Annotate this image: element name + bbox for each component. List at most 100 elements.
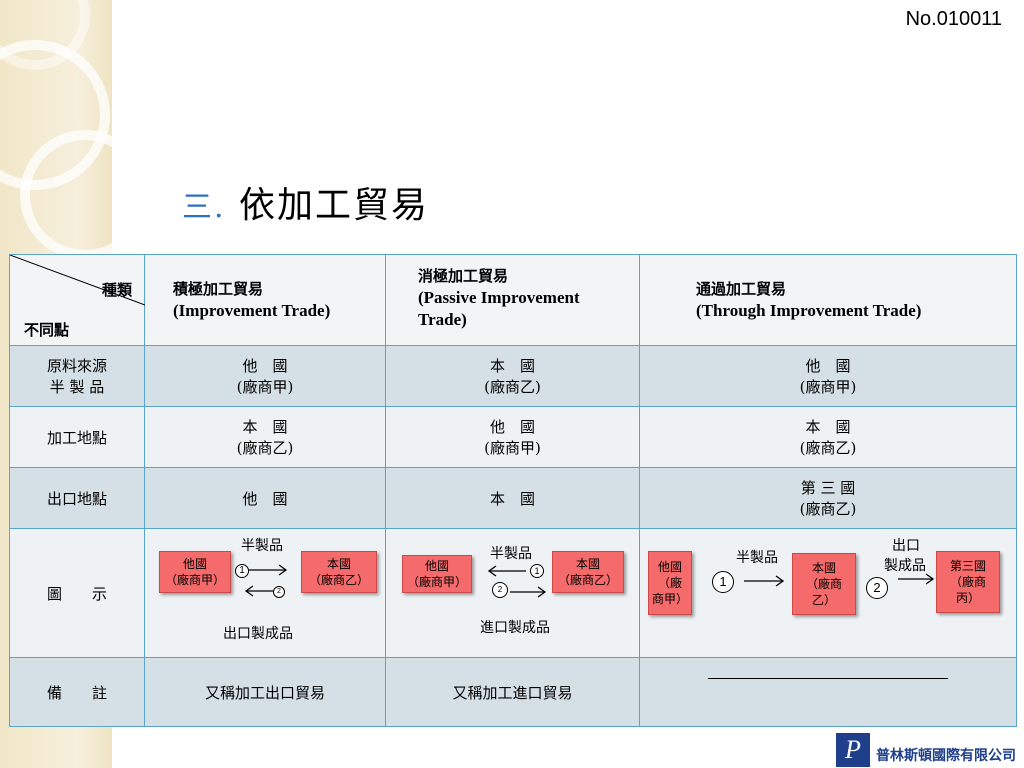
page-title: 三. 依加工貿易 xyxy=(182,176,429,228)
country-box: 本國 （廠商乙） xyxy=(301,551,377,593)
table-cell xyxy=(639,657,1017,727)
row-label: 出口地點 xyxy=(9,467,145,529)
flow-label: 半製品 xyxy=(241,538,283,554)
step-number-circle: 2 xyxy=(273,586,285,598)
decorative-ring xyxy=(20,130,150,260)
box-line: （廠商 xyxy=(805,577,842,591)
box-line: 第三國 xyxy=(949,559,986,573)
box-line: （廠商甲） xyxy=(164,573,225,587)
diagram-improvement: 他國 （廠商甲） 本國 （廠商乙） 半製品 1 2 出口製成品 xyxy=(144,528,386,658)
cell-line: (廠商乙) xyxy=(484,378,541,396)
flow-label: 進口製成品 xyxy=(480,620,550,636)
flow-label: 出口 xyxy=(892,538,920,554)
row-processing: 加工地點 本 國 (廠商乙) 他 國 (廠商甲) 本 國 (廠商乙) xyxy=(9,406,1017,468)
box-line: （廠商乙） xyxy=(308,573,369,587)
column-header-en: (Through Improvement Trade) xyxy=(696,301,922,320)
corner-bottom-label: 不同點 xyxy=(24,321,70,339)
country-box: 他國 （廠 商甲） xyxy=(648,551,692,615)
column-header-passive: 消極加工貿易 (Passive Improvement Trade) xyxy=(385,254,640,346)
flow-label: 半製品 xyxy=(490,546,532,562)
step-number-circle: 2 xyxy=(492,582,508,598)
row-label: 加工地點 xyxy=(9,406,145,468)
row-label: 備 註 xyxy=(9,657,145,727)
cell-line: 他 國 xyxy=(805,357,851,375)
flow-arrows xyxy=(744,573,935,587)
table-cell: 他 國 (廠商甲) xyxy=(385,406,640,468)
box-line: 本國 xyxy=(811,561,836,575)
column-header-zh: 消極加工貿易 xyxy=(418,267,509,285)
diagram-passive: 他國 （廠商甲） 本國 （廠商乙） 半製品 1 2 進口製成品 xyxy=(385,528,640,658)
box-line: 他國 xyxy=(182,557,207,571)
table-cell: 本 國 (廠商乙) xyxy=(144,406,386,468)
box-line: 乙） xyxy=(811,593,836,607)
box-line: （廠商甲） xyxy=(406,575,467,589)
diagram-through: 他國 （廠 商甲） 本國 （廠商 乙） 第三國 （廠商 丙） 半製品 出口 製成… xyxy=(639,528,1017,658)
table-cell: 他 國 (廠商甲) xyxy=(144,345,386,407)
corner-diagonal xyxy=(10,255,145,306)
cell-line: (廠商乙) xyxy=(799,500,857,518)
step-number-circle: 2 xyxy=(866,577,888,599)
cell-line: 本 國 xyxy=(805,418,851,436)
column-header-through: 通過加工貿易 (Through Improvement Trade) xyxy=(639,254,1017,346)
box-line: 商甲） xyxy=(651,592,688,606)
table-cell: 本 國 (廠商乙) xyxy=(385,345,640,407)
box-line: 丙） xyxy=(955,591,980,605)
box-line: （廠商乙） xyxy=(557,573,618,587)
column-header-zh: 通過加工貿易 xyxy=(696,280,787,298)
trade-comparison-table: 種類 不同點 積極加工貿易 (Improvement Trade) 消極加工貿易… xyxy=(9,254,1017,727)
company-logo: P xyxy=(836,733,870,767)
cell-line: (廠商乙) xyxy=(236,439,294,457)
cell-line: 他 國 xyxy=(242,357,288,375)
table-cell: 又稱加工進口貿易 xyxy=(385,657,640,727)
cell-line: (廠商甲) xyxy=(484,439,541,457)
row-export: 出口地點 他 國 本 國 第 三 國 (廠商乙) xyxy=(9,467,1017,529)
flow-arrows xyxy=(487,565,547,598)
header-row: 種類 不同點 積極加工貿易 (Improvement Trade) 消極加工貿易… xyxy=(9,254,1017,346)
country-box: 他國 （廠商甲） xyxy=(159,551,231,593)
title-text: 依加工貿易 xyxy=(239,185,430,226)
table-cell: 他 國 xyxy=(144,467,386,529)
country-box: 本國 （廠商乙） xyxy=(552,551,624,593)
row-notes: 備 註 又稱加工出口貿易 又稱加工進口貿易 xyxy=(9,657,1017,727)
column-header-en: Trade) xyxy=(418,310,467,329)
row-label: 圖 示 xyxy=(9,528,145,658)
row-label-line: 原料來源 xyxy=(46,357,107,375)
cell-line: 本 國 xyxy=(242,418,288,436)
cell-line: (廠商甲) xyxy=(799,378,857,396)
country-box: 本國 （廠商 乙） xyxy=(792,553,856,615)
box-line: 他國 xyxy=(424,559,449,573)
cell-line: 他 國 xyxy=(489,418,535,436)
cell-line: (廠商乙) xyxy=(799,439,857,457)
box-line: 他國 xyxy=(657,560,682,574)
box-line: 本國 xyxy=(575,557,600,571)
flow-arrows xyxy=(243,564,288,597)
cell-line: (廠商甲) xyxy=(236,378,294,396)
box-line: 本國 xyxy=(326,557,351,571)
table-cell: 又稱加工出口貿易 xyxy=(144,657,386,727)
flow-label: 製成品 xyxy=(884,558,926,574)
column-header-en: (Passive Improvement xyxy=(418,288,580,307)
flow-label: 半製品 xyxy=(736,550,778,566)
column-header-improvement: 積極加工貿易 (Improvement Trade) xyxy=(144,254,386,346)
table-cell: 本 國 xyxy=(385,467,640,529)
flow-label: 出口製成品 xyxy=(223,626,293,642)
country-box: 第三國 （廠商 丙） xyxy=(936,551,1000,613)
step-number-circle: 1 xyxy=(712,571,734,593)
row-label-line: 半 製 品 xyxy=(49,378,105,396)
corner-cell: 種類 不同點 xyxy=(9,254,145,346)
table-cell: 本 國 (廠商乙) xyxy=(639,406,1017,468)
column-header-en: (Improvement Trade) xyxy=(173,301,331,320)
document-number: No.010011 xyxy=(905,8,1002,30)
blank-line xyxy=(708,677,948,679)
row-source: 原料來源 半 製 品 他 國 (廠商甲) 本 國 (廠商乙) 他 國 (廠商甲) xyxy=(9,345,1017,407)
step-number-circle: 1 xyxy=(530,564,544,578)
step-number-circle: 1 xyxy=(235,564,249,578)
box-line: （廠 xyxy=(657,576,682,590)
row-diagram: 圖 示 他國 （廠商甲） 本國 （廠商乙） 半製品 1 xyxy=(9,528,1017,658)
corner-top-label: 種類 xyxy=(101,281,132,299)
title-number: 三. xyxy=(182,190,226,225)
cell-line: 第 三 國 xyxy=(800,479,856,497)
table-cell: 第 三 國 (廠商乙) xyxy=(639,467,1017,529)
decorative-ring xyxy=(0,0,90,70)
row-label: 原料來源 半 製 品 xyxy=(9,345,145,407)
